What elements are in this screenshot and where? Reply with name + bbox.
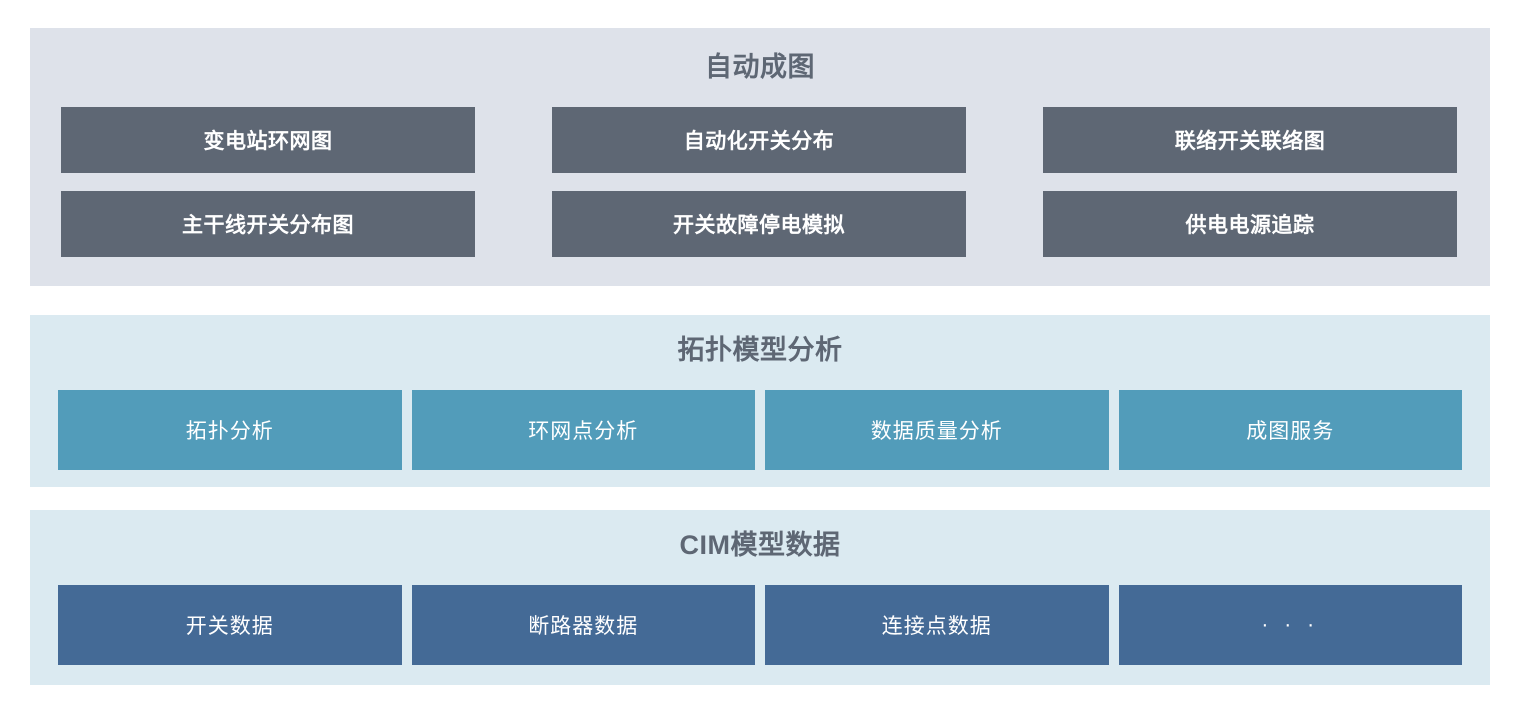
button-data-quality-analysis[interactable]: 数据质量分析 <box>765 390 1109 470</box>
button-label: 断路器数据 <box>528 615 639 638</box>
section-cim-title: CIM模型数据 <box>679 530 841 560</box>
button-label: 自动化开关分布 <box>683 130 835 153</box>
section-automap-button-grid: 变电站环网图 自动化开关分布 联络开关联络图 主干线开关分布图 开关故障停电模拟… <box>61 107 1459 257</box>
button-power-supply-source-tracing[interactable]: 供电电源追踪 <box>1043 191 1457 257</box>
section-topology-title: 拓扑模型分析 <box>677 335 843 365</box>
button-tie-switch-connection-diagram[interactable]: 联络开关联络图 <box>1043 107 1457 173</box>
button-topology-analysis[interactable]: 拓扑分析 <box>58 390 402 470</box>
button-label: 开关故障停电模拟 <box>673 214 845 237</box>
button-label: 联络开关联络图 <box>1174 130 1326 153</box>
button-label: 供电电源追踪 <box>1185 214 1315 237</box>
button-mapping-service[interactable]: 成图服务 <box>1118 390 1462 470</box>
button-label: 成图服务 <box>1246 420 1335 443</box>
button-circuit-breaker-data[interactable]: 断路器数据 <box>411 585 755 665</box>
button-automation-switch-distribution[interactable]: 自动化开关分布 <box>552 107 966 173</box>
button-label: 数据质量分析 <box>870 420 1003 443</box>
section-cim-button-grid: 开关数据 断路器数据 连接点数据 · · · <box>58 585 1462 665</box>
button-label: 开关数据 <box>185 615 274 638</box>
button-label: · · · <box>1261 613 1320 636</box>
button-label: 连接点数据 <box>881 615 992 638</box>
button-switch-data[interactable]: 开关数据 <box>58 585 402 665</box>
button-label: 变电站环网图 <box>203 130 333 153</box>
button-label: 拓扑分析 <box>185 420 274 443</box>
section-topology-model-analysis: 拓扑模型分析 拓扑分析 环网点分析 数据质量分析 成图服务 <box>30 315 1490 487</box>
section-automap: 自动成图 变电站环网图 自动化开关分布 联络开关联络图 主干线开关分布图 开关故… <box>30 28 1490 286</box>
button-trunk-line-switch-distribution-diagram[interactable]: 主干线开关分布图 <box>61 191 475 257</box>
button-connectivity-node-data[interactable]: 连接点数据 <box>765 585 1109 665</box>
button-switch-fault-outage-simulation[interactable]: 开关故障停电模拟 <box>552 191 966 257</box>
button-substation-ring-network-diagram[interactable]: 变电站环网图 <box>61 107 475 173</box>
section-topology-button-grid: 拓扑分析 环网点分析 数据质量分析 成图服务 <box>58 390 1462 470</box>
section-cim-model-data: CIM模型数据 开关数据 断路器数据 连接点数据 · · · <box>30 510 1490 685</box>
section-automap-title: 自动成图 <box>705 52 815 82</box>
button-label: 主干线开关分布图 <box>182 214 354 237</box>
button-more-data[interactable]: · · · <box>1118 585 1462 665</box>
button-label: 环网点分析 <box>528 420 639 443</box>
button-ring-network-point-analysis[interactable]: 环网点分析 <box>411 390 755 470</box>
